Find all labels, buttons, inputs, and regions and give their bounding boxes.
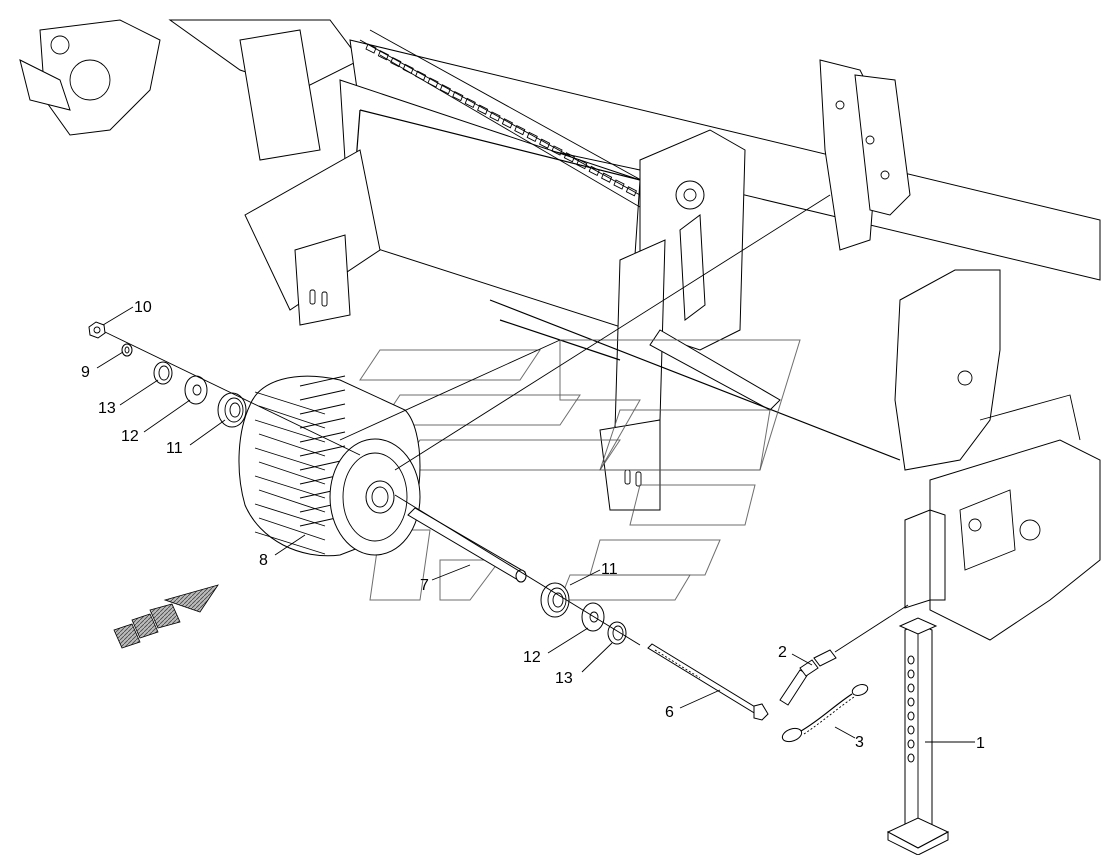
chain-link bbox=[551, 145, 563, 156]
part-8-wheel bbox=[238, 375, 421, 557]
adjustment-hole bbox=[907, 711, 915, 721]
chain-link bbox=[365, 43, 377, 54]
tyre-tread bbox=[254, 475, 326, 499]
callout-1: 1 bbox=[976, 735, 985, 752]
tyre-tread bbox=[299, 375, 346, 387]
chain-link bbox=[377, 50, 389, 61]
chain-link bbox=[402, 63, 414, 75]
tyre-tread bbox=[254, 447, 326, 471]
tyre-tread bbox=[254, 531, 326, 555]
chain-link bbox=[514, 124, 526, 136]
chain-link bbox=[563, 152, 575, 163]
tyre-tread bbox=[258, 405, 326, 429]
part-10-nut bbox=[88, 321, 106, 339]
tyre-tread bbox=[299, 389, 346, 401]
chain-link bbox=[415, 70, 427, 81]
callout-2: 2 bbox=[778, 644, 787, 661]
part-1-support-leg bbox=[886, 617, 950, 855]
part-13-spacer-right bbox=[607, 621, 627, 645]
tyre-tread bbox=[299, 445, 346, 457]
chain-link bbox=[613, 179, 625, 190]
tyre-tread bbox=[254, 503, 326, 527]
chain-link bbox=[588, 165, 600, 177]
callout-8: 8 bbox=[259, 552, 268, 569]
adjustment-hole bbox=[907, 655, 915, 665]
chain-link bbox=[501, 118, 513, 129]
callout-9: 9 bbox=[81, 364, 90, 381]
callout-13: 13 bbox=[555, 670, 573, 687]
callout-10: 10 bbox=[134, 299, 152, 316]
part-12-washer-left bbox=[184, 375, 208, 405]
chain-link bbox=[452, 90, 464, 102]
part-12-washer-right bbox=[581, 602, 605, 632]
tyre-tread bbox=[254, 419, 326, 443]
assembly-centerlines bbox=[104, 194, 909, 653]
callout-11: 11 bbox=[601, 561, 618, 578]
chain-link bbox=[477, 104, 489, 115]
tyre-tread bbox=[299, 459, 346, 471]
callout-7: 7 bbox=[420, 577, 429, 594]
part-3-lanyard bbox=[781, 684, 869, 743]
machine-frame bbox=[19, 19, 1101, 641]
adjustment-hole bbox=[907, 669, 915, 679]
adjustment-hole bbox=[907, 683, 915, 693]
tyre-tread bbox=[258, 461, 326, 485]
part-9-lock-washer bbox=[121, 343, 133, 357]
chain-link bbox=[464, 97, 476, 109]
part-2-pin bbox=[779, 649, 837, 706]
part-7-axle-tube bbox=[407, 507, 527, 583]
adjustment-hole bbox=[907, 725, 915, 735]
chain-link bbox=[427, 77, 439, 88]
tyre-tread bbox=[299, 417, 346, 429]
chain-link bbox=[390, 56, 402, 68]
callout-3: 3 bbox=[855, 734, 864, 751]
leader-lines bbox=[96, 306, 975, 743]
chain-link bbox=[625, 186, 637, 197]
callout-13: 13 bbox=[98, 400, 116, 417]
direction-arrow-icon bbox=[113, 584, 219, 649]
tyre-tread bbox=[299, 403, 346, 415]
tyre-tread bbox=[258, 517, 326, 541]
adjustment-hole bbox=[907, 739, 915, 749]
chain-link bbox=[601, 172, 613, 183]
chain-link bbox=[576, 158, 588, 170]
tyre-tread bbox=[258, 433, 326, 457]
chain-link bbox=[539, 138, 551, 149]
chain-link bbox=[439, 84, 451, 95]
chain-detail bbox=[359, 29, 651, 211]
callout-6: 6 bbox=[665, 704, 674, 721]
callout-12: 12 bbox=[121, 428, 139, 445]
part-6-bolt bbox=[647, 643, 769, 721]
adjustment-hole bbox=[907, 753, 915, 763]
part-13-spacer-left bbox=[153, 361, 173, 385]
chain-link bbox=[526, 131, 538, 143]
callout-labels: 10 9 13 12 11 8 7 11 12 13 6 2 3 1 bbox=[81, 299, 985, 752]
chain-link bbox=[489, 111, 501, 122]
callout-12: 12 bbox=[523, 649, 541, 666]
part-11-bearing-right bbox=[540, 582, 570, 618]
adjustment-hole bbox=[907, 697, 915, 707]
callout-11: 11 bbox=[166, 440, 183, 457]
tyre-tread bbox=[254, 391, 326, 415]
tyre-tread bbox=[258, 489, 326, 513]
